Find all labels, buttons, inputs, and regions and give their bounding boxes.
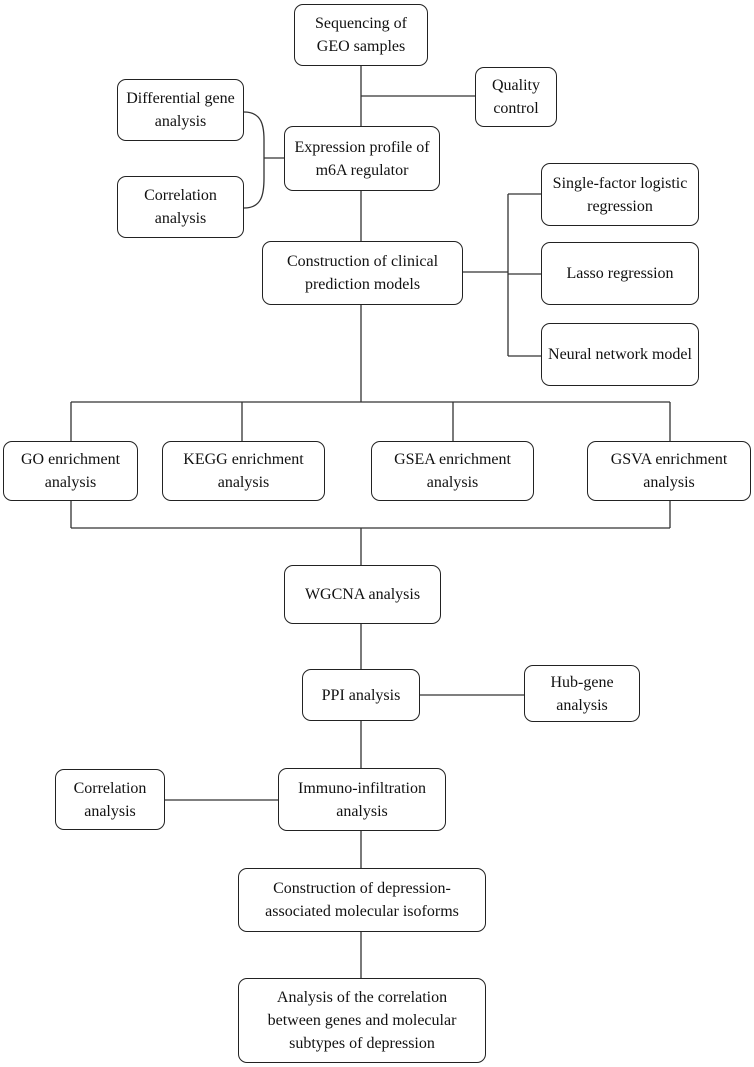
node-gsea-enrichment: GSEA enrichment analysis — [371, 441, 534, 501]
node-ppi-label: PPI analysis — [321, 686, 401, 704]
node-differential: Differential gene analysis — [117, 79, 244, 141]
node-quality-control-label: Quality control — [492, 77, 540, 117]
node-final-analysis-label: Analysis of the correlation between gene… — [267, 989, 457, 1052]
node-sequencing-label: Sequencing of GEO samples — [315, 15, 407, 55]
node-final-analysis: Analysis of the correlation between gene… — [238, 978, 486, 1063]
node-differential-label: Differential gene analysis — [126, 90, 235, 130]
node-expression-profile-label: Expression profile of m6A regulator — [294, 138, 430, 179]
node-isoforms: Construction of depression-associated mo… — [238, 868, 486, 932]
node-expression-profile: Expression profile of m6A regulator — [284, 126, 440, 191]
node-neural-network: Neural network model — [541, 323, 699, 386]
node-immuno-infiltration: Immuno-infiltration analysis — [278, 768, 446, 831]
node-ppi: PPI analysis — [302, 669, 420, 721]
brace-connector — [243, 111, 284, 209]
node-correlation-top: Correlation analysis — [117, 176, 244, 238]
node-correlation-top-label: Correlation analysis — [144, 187, 217, 227]
node-correlation-bottom: Correlation analysis — [55, 769, 165, 830]
node-isoforms-label: Construction of depression-associated mo… — [265, 880, 459, 920]
node-hub-gene-label: Hub-gene analysis — [550, 673, 614, 714]
node-wgcna: WGCNA analysis — [284, 565, 441, 624]
node-gsva-enrichment-label: GSVA enrichment analysis — [610, 451, 728, 491]
node-hub-gene: Hub-gene analysis — [524, 665, 640, 722]
node-single-factor-label: Single-factor logistic regression — [552, 174, 688, 215]
node-correlation-bottom-label: Correlation analysis — [73, 779, 147, 820]
node-gsea-enrichment-label: GSEA enrichment analysis — [394, 451, 511, 491]
node-single-factor: Single-factor logistic regression — [541, 163, 699, 226]
node-immuno-infiltration-label: Immuno-infiltration analysis — [298, 779, 426, 820]
node-gsva-enrichment: GSVA enrichment analysis — [587, 441, 751, 501]
node-kegg-enrichment: KEGG enrichment analysis — [162, 441, 325, 501]
node-neural-network-label: Neural network model — [548, 346, 692, 363]
node-lasso: Lasso regression — [541, 242, 699, 305]
node-lasso-label: Lasso regression — [566, 265, 674, 282]
node-go-enrichment-label: GO enrichment analysis — [20, 451, 121, 491]
node-construction-models: Construction of clinical prediction mode… — [262, 241, 463, 305]
node-construction-models-label: Construction of clinical prediction mode… — [286, 253, 439, 293]
node-go-enrichment: GO enrichment analysis — [3, 441, 138, 501]
node-kegg-enrichment-label: KEGG enrichment analysis — [183, 451, 304, 491]
node-wgcna-label: WGCNA analysis — [304, 586, 421, 603]
node-quality-control: Quality control — [475, 67, 557, 127]
node-sequencing: Sequencing of GEO samples — [294, 4, 428, 66]
